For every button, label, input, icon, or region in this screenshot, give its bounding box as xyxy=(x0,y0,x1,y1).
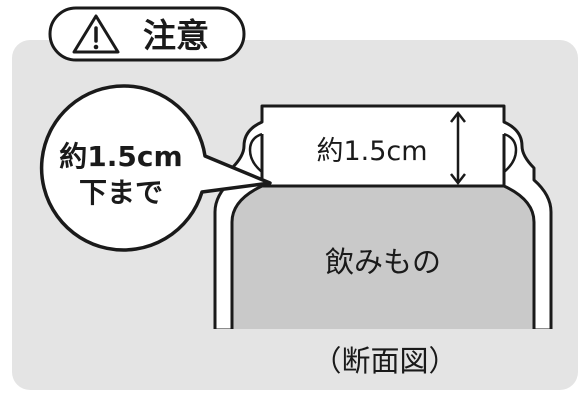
bottle-inner-wall-right xyxy=(502,134,536,330)
bottle-inner-wall-left xyxy=(230,134,264,330)
neck-contour-right xyxy=(503,132,518,173)
warning-icon: ⚠ xyxy=(72,14,120,54)
bottle-cut-mask xyxy=(205,329,565,335)
callout-line-1: 約1.5cm xyxy=(59,140,182,173)
cross-section-caption: （断面図） xyxy=(312,344,457,378)
headspace-label: 約1.5cm xyxy=(316,136,427,167)
contents-label: 飲みもの xyxy=(325,245,441,279)
caution-title: 注意 xyxy=(143,16,209,55)
callout-bubble xyxy=(39,84,272,252)
liquid-region xyxy=(232,186,534,330)
neck-contour-left xyxy=(248,132,263,173)
callout-line-2: 下まで xyxy=(79,176,163,209)
double-arrow-icon xyxy=(450,110,466,186)
